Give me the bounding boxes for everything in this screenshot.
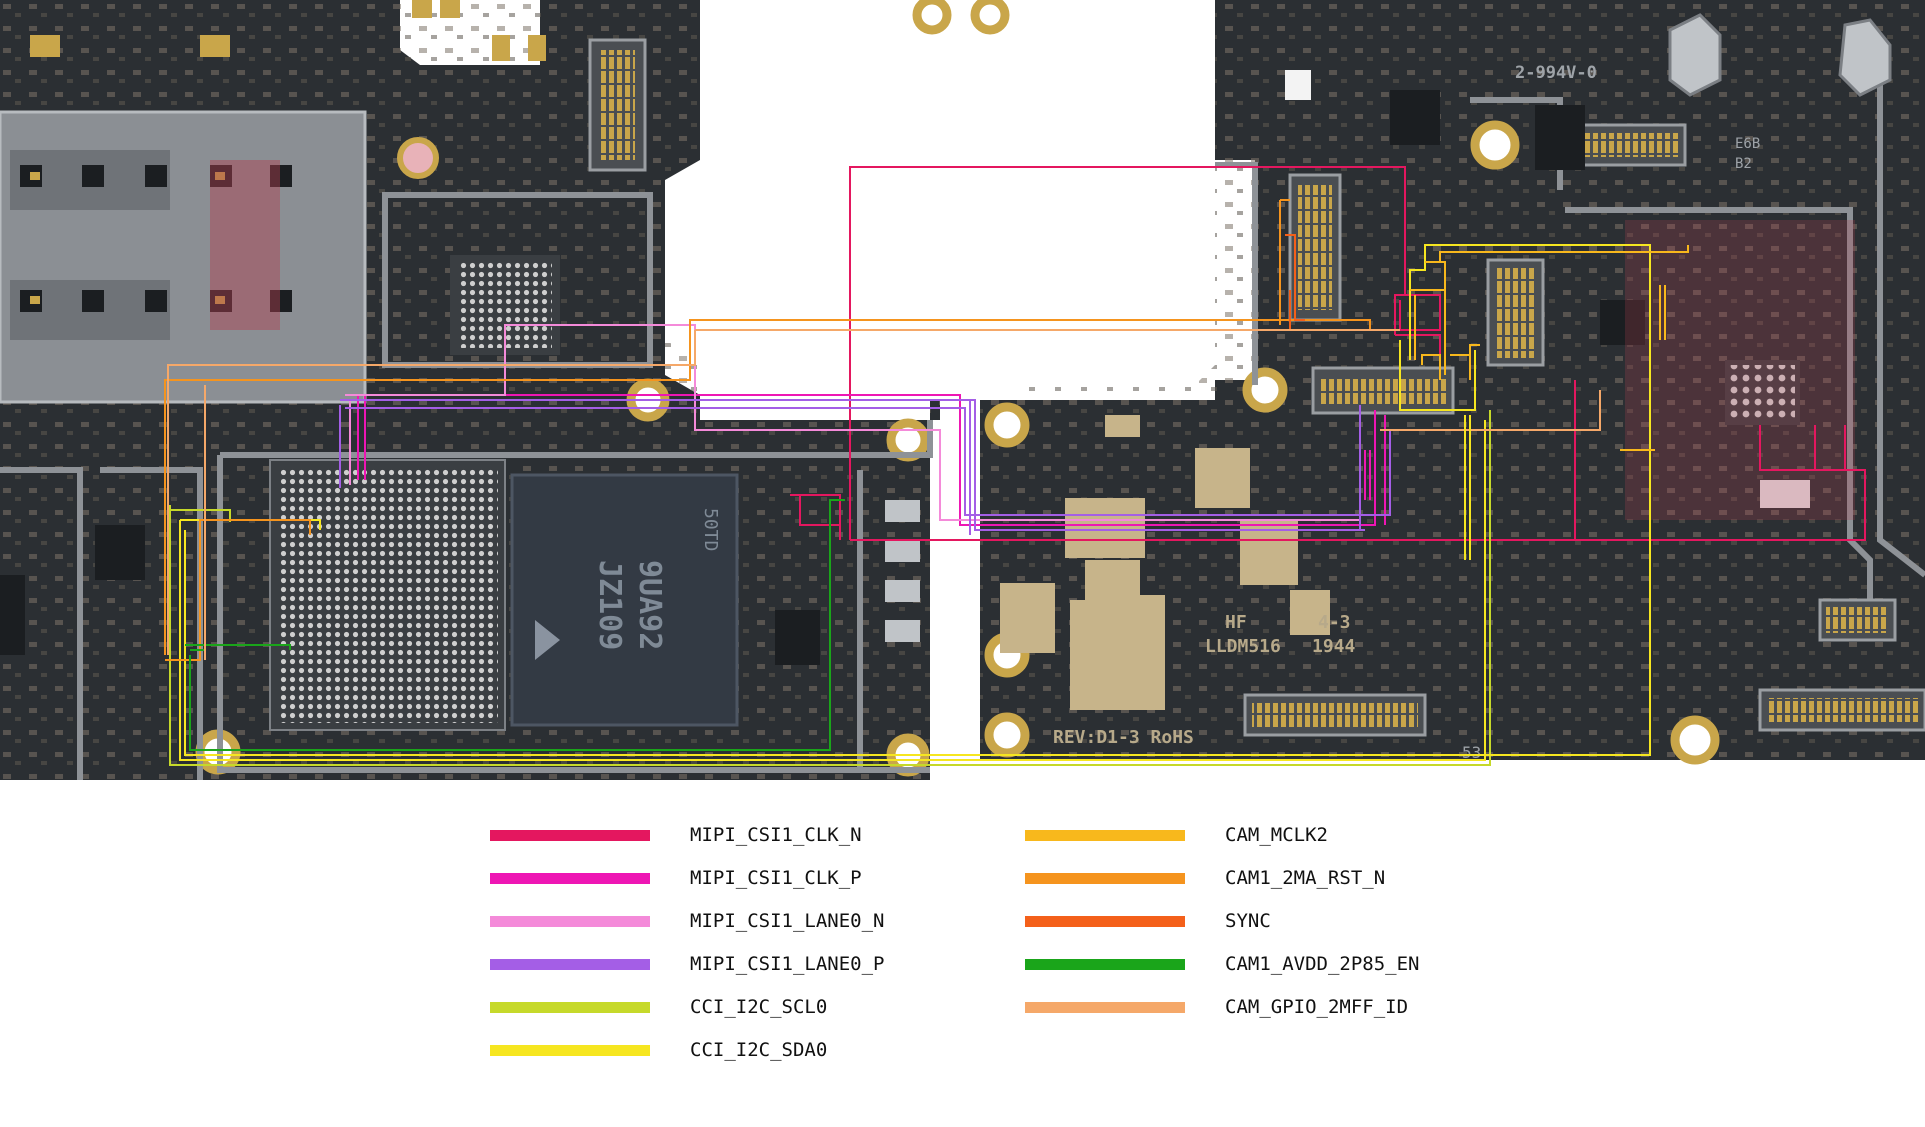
legend-item: MIPI_CSI1_CLK_N [490, 820, 862, 850]
ic-marking-3: 50TD [700, 508, 721, 551]
mounting-hole [912, 0, 952, 35]
silkscreen-manufacturer: HF [1225, 612, 1247, 633]
legend-label: CAM1_AVDD_2P85_EN [1225, 953, 1420, 975]
silkscreen-revision: REV:D1-3 RoHS [1053, 727, 1194, 748]
silkscreen-year: 1944 [1312, 636, 1356, 657]
legend-item: MIPI_CSI1_CLK_P [490, 863, 862, 893]
mounting-hole [1670, 715, 1720, 765]
legend-swatch [490, 829, 650, 841]
mounting-hole [984, 712, 1030, 758]
legend-item: CAM_MCLK2 [1025, 820, 1328, 850]
legend-swatch [490, 872, 650, 884]
legend-swatch [490, 915, 650, 927]
silkscreen-date-code: 4-3 [1318, 612, 1351, 633]
legend-item: CAM1_AVDD_2P85_EN [1025, 949, 1419, 979]
legend-swatch [490, 1044, 650, 1056]
legend-item: CAM_GPIO_2MFF_ID [1025, 992, 1408, 1022]
pcb-board-drawing: 9UA92 JZ109 50TD HF 4-3 LLDM516 1944 REV… [0, 0, 1925, 790]
legend-swatch [1025, 915, 1185, 927]
legend-swatch [1025, 872, 1185, 884]
mounting-hole [886, 418, 930, 462]
mounting-hole [970, 0, 1010, 35]
legend-label: MIPI_CSI1_CLK_N [690, 824, 862, 846]
legend-item: CAM1_2MA_RST_N [1025, 863, 1385, 893]
legend-swatch [490, 958, 650, 970]
legend: MIPI_CSI1_CLK_N MIPI_CSI1_CLK_P MIPI_CSI… [0, 820, 1925, 1120]
silkscreen-b2: B2 [1735, 156, 1752, 172]
legend-swatch [1025, 958, 1185, 970]
legend-item: MIPI_CSI1_LANE0_N [490, 906, 884, 936]
legend-swatch [1025, 1001, 1185, 1013]
legend-label: MIPI_CSI1_CLK_P [690, 867, 862, 889]
gold-heatspreader [1070, 560, 1165, 710]
legend-item: CCI_I2C_SCL0 [490, 992, 827, 1022]
legend-swatch [490, 1001, 650, 1013]
legend-label: CCI_I2C_SDA0 [690, 1039, 828, 1061]
legend-label: CCI_I2C_SCL0 [690, 996, 828, 1018]
legend-label: SYNC [1225, 910, 1271, 932]
legend-label: MIPI_CSI1_LANE0_P [690, 953, 885, 975]
board-cutout-bottom [0, 780, 1925, 790]
legend-label: CAM1_2MA_RST_N [1225, 867, 1386, 889]
legend-item: SYNC [1025, 906, 1271, 936]
board-cutout-top [665, 0, 1215, 420]
ic-marking-2: JZ109 [592, 560, 627, 650]
silkscreen-e6b: E6B [1735, 136, 1760, 152]
legend-item: CCI_I2C_SDA0 [490, 1035, 827, 1065]
mounting-hole [1470, 120, 1520, 170]
mounting-hole [984, 402, 1030, 448]
ic-marking-1: 9UA92 [632, 560, 667, 650]
silkscreen-part-code: 2-994V-0 [1515, 63, 1597, 83]
legend-label: CAM_MCLK2 [1225, 824, 1328, 846]
memory-ic [510, 473, 739, 727]
legend-label: MIPI_CSI1_LANE0_N [690, 910, 885, 932]
silkscreen-53: 53 [1462, 743, 1481, 762]
silkscreen-model: LLDM516 [1205, 636, 1281, 657]
pcb-board: 9UA92 JZ109 50TD HF 4-3 LLDM516 1944 REV… [0, 0, 1925, 790]
legend-swatch [1025, 829, 1185, 841]
board-cutout-middle [930, 420, 980, 790]
legend-item: MIPI_CSI1_LANE0_P [490, 949, 884, 979]
legend-label: CAM_GPIO_2MFF_ID [1225, 996, 1409, 1018]
